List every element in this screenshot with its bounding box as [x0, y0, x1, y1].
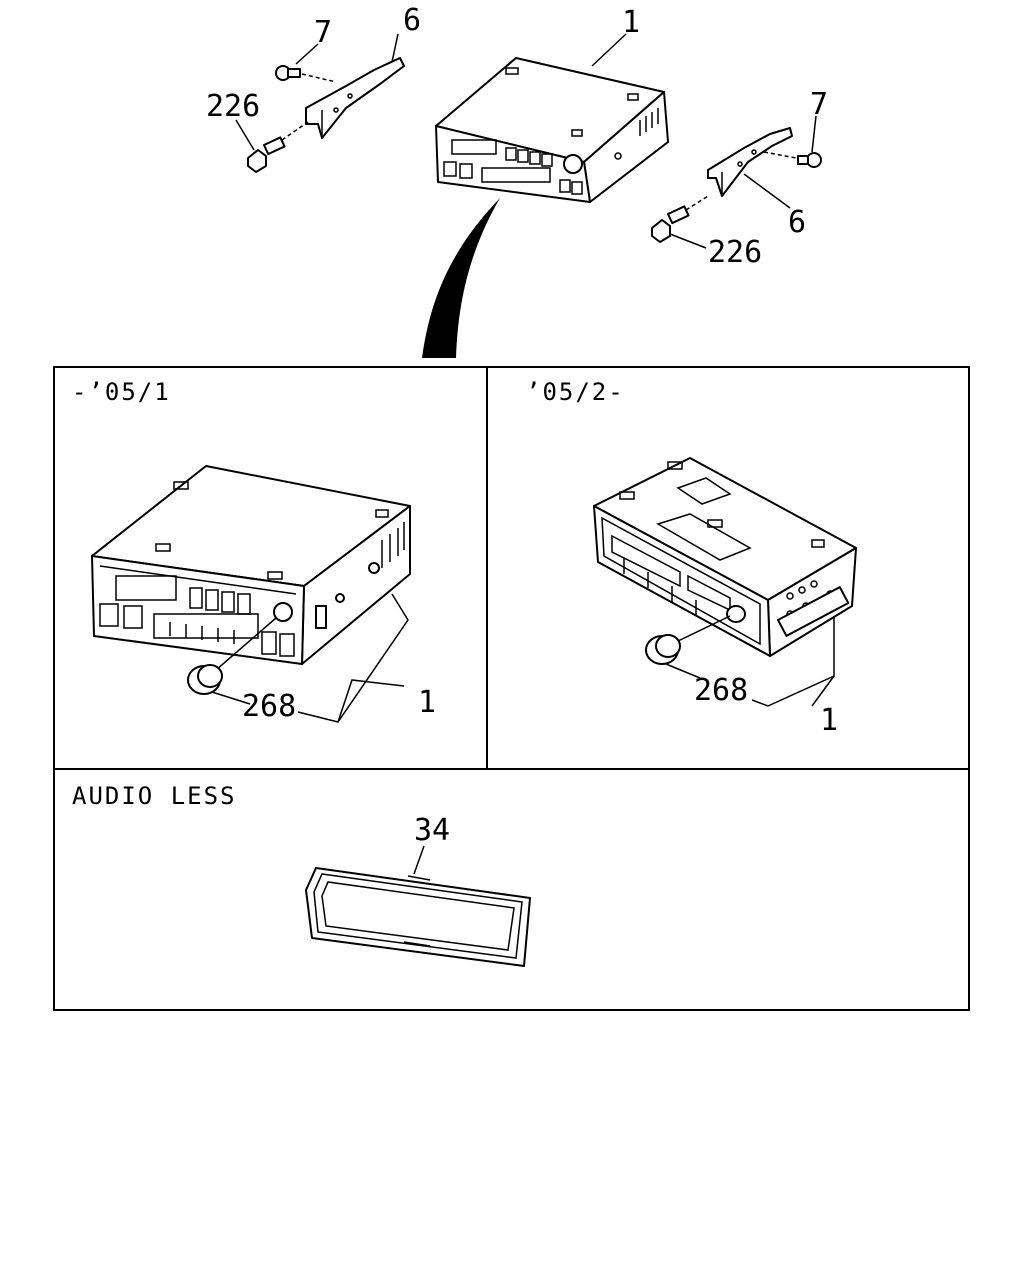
label-panel-c-bezel: 34 [414, 813, 450, 848]
right-screw [763, 151, 822, 168]
left-bolt [247, 121, 309, 173]
right-bolt [651, 195, 709, 243]
panel-frames [53, 366, 970, 1011]
left-screw [275, 65, 337, 83]
top-leader-lines [235, 33, 817, 249]
panel-a-title: -’05/1 [72, 378, 171, 406]
panel-a-knob [187, 617, 277, 695]
right-bracket-group [651, 127, 822, 243]
panel-titles: -’05/1 ’05/2- AUDIO LESS [72, 378, 625, 810]
callout-swoosh [422, 198, 500, 358]
label-right-bolt: 226 [708, 235, 762, 270]
label-panel-a-unit: 1 [418, 685, 436, 720]
panel-b-radio [593, 457, 857, 707]
callout-labels: 1 6 7 226 7 6 226 268 1 268 1 34 [206, 3, 838, 848]
left-bracket-group [247, 57, 405, 173]
label-panel-b-unit: 1 [820, 703, 838, 738]
label-right-screw: 7 [810, 87, 828, 122]
label-right-bracket: 6 [788, 205, 806, 240]
label-top-unit: 1 [622, 5, 640, 40]
panel-a-radio [91, 465, 411, 723]
panel-c-bezel [305, 845, 531, 967]
panel-c-title: AUDIO LESS [72, 782, 237, 810]
label-left-bracket: 6 [403, 3, 421, 38]
top-radio-unit [435, 57, 669, 203]
label-panel-b-knob: 268 [694, 673, 748, 708]
label-left-screw: 7 [314, 15, 332, 50]
panel-b-knob [645, 615, 731, 665]
panel-b-title: ’05/2- [526, 378, 625, 406]
label-panel-a-knob: 268 [242, 689, 296, 724]
label-left-bolt: 226 [206, 89, 260, 124]
